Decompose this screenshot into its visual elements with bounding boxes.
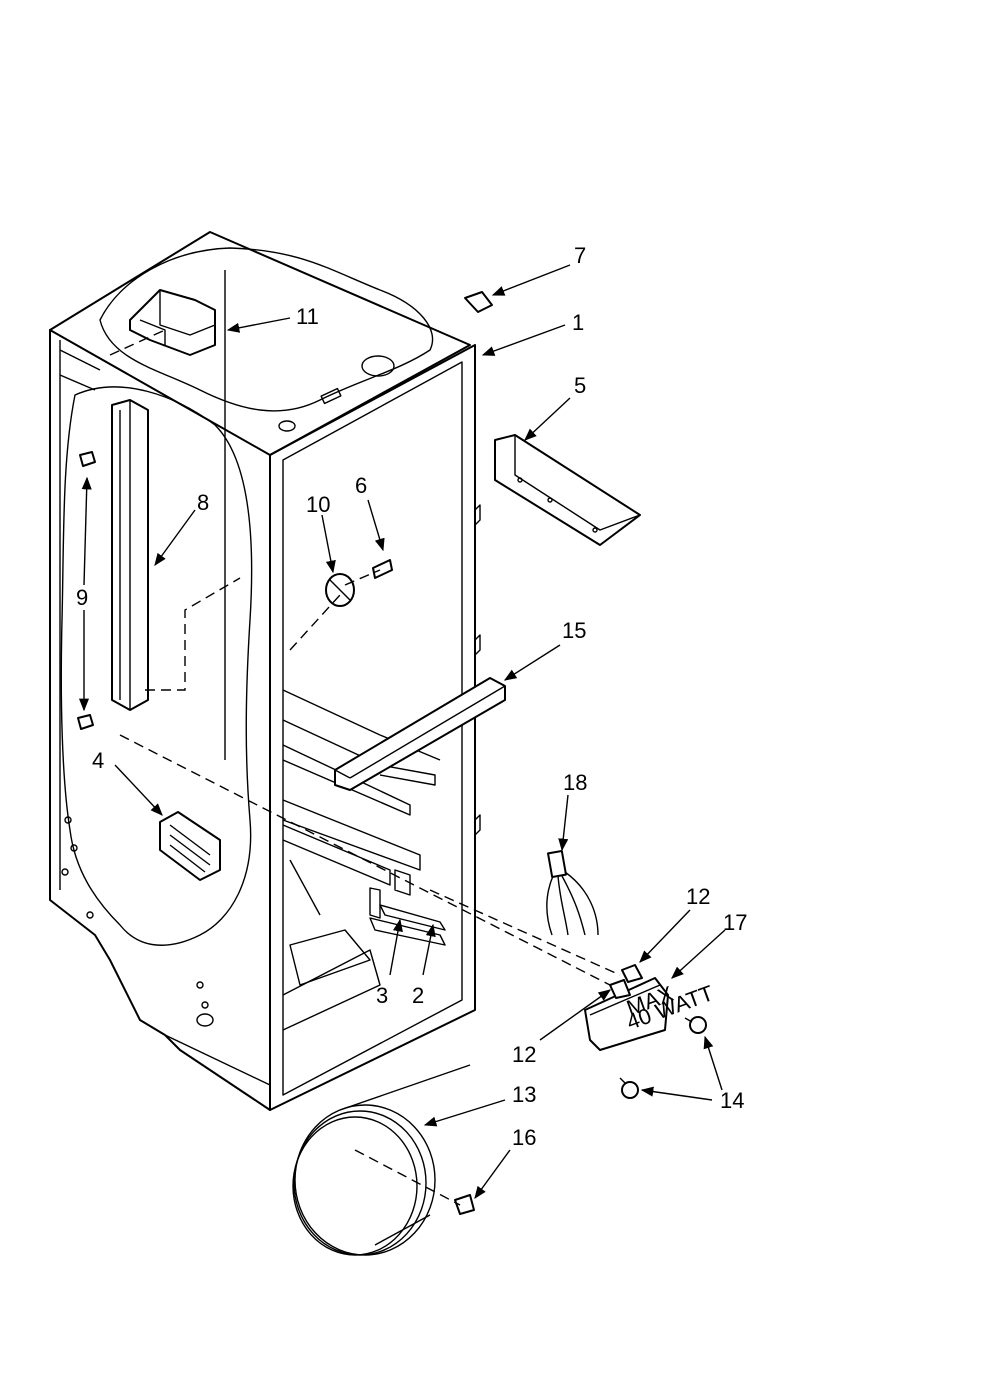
- callout-12-upper: 12: [686, 884, 710, 909]
- callout-14: 14: [720, 1088, 744, 1113]
- callout-8: 8: [197, 490, 209, 515]
- callout-2: 2: [412, 983, 424, 1008]
- callout-15: 15: [562, 618, 586, 643]
- callout-12-lower: 12: [512, 1042, 536, 1067]
- part-10-control-knob: [325, 573, 355, 607]
- leader-arrows: [78, 264, 726, 1200]
- cabinet-liner: [49, 231, 481, 1111]
- callout-9: 9: [76, 585, 88, 610]
- part-15-crossbar: [334, 677, 506, 791]
- callout-13: 13: [512, 1082, 536, 1107]
- callout-6: 6: [355, 473, 367, 498]
- callout-7: 7: [574, 243, 586, 268]
- assembly-lines: [109, 329, 621, 1206]
- callout-1: 1: [572, 310, 584, 335]
- part-5-channel: [494, 434, 641, 546]
- part-14-bulbs: [619, 1016, 707, 1099]
- part-18-wire-harness: [546, 849, 599, 936]
- callout-5: 5: [574, 373, 586, 398]
- callout-16: 16: [512, 1125, 536, 1150]
- part-9-screws: [77, 451, 96, 730]
- part-7-clip: [464, 291, 493, 313]
- part-4-vent-grille: [159, 811, 221, 881]
- callout-18: 18: [563, 770, 587, 795]
- part-13-coiled-tube: [292, 1064, 471, 1256]
- callout-4: 4: [92, 748, 104, 773]
- part-6-screw: [372, 559, 393, 579]
- callout-labels: 7 1 5 11 6 10 8 9 15 4 18 12 17 3 2 12 1…: [76, 243, 747, 1150]
- part-16-screw: [454, 1194, 475, 1215]
- part-8-shelf-rail: [111, 399, 149, 711]
- part-17-lamp-housing: MAX 40 WATT: [584, 977, 717, 1051]
- callout-11: 11: [296, 304, 319, 329]
- callout-10: 10: [306, 492, 330, 517]
- part-12-sockets: [609, 964, 643, 999]
- callout-17: 17: [723, 910, 747, 935]
- callout-3: 3: [376, 983, 388, 1008]
- part-11-control-housing: [129, 289, 216, 356]
